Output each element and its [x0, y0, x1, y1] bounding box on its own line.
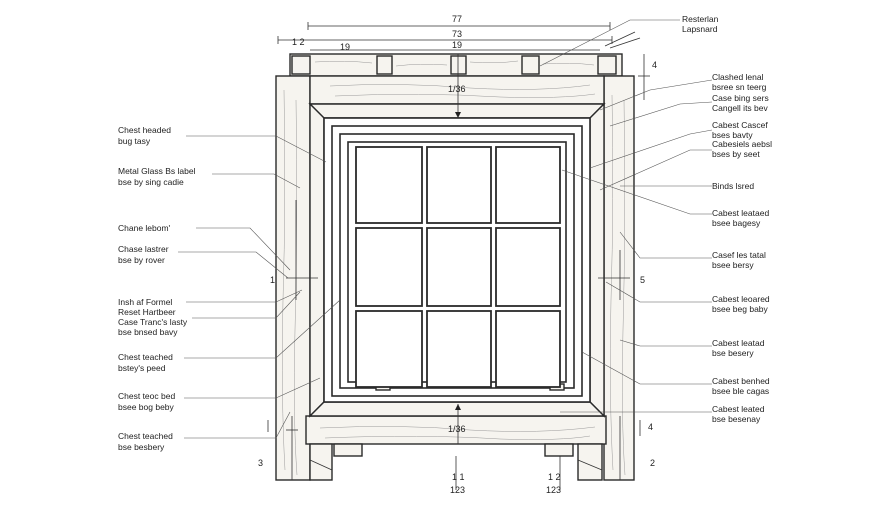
dim-far-right: 2: [650, 458, 655, 468]
left-label-5-sub: Reset Hartbeer: [118, 307, 176, 317]
pane-3: [495, 146, 561, 224]
dim-head-center: 1/36: [448, 84, 466, 94]
right-label-10-sub: bse besery: [712, 348, 754, 358]
dim-bottom-right-a: 1 2: [548, 472, 561, 482]
dim-top-overall: 77: [452, 14, 462, 24]
left-label-1: Chest headed: [118, 125, 171, 135]
dim-bottom-right-b: 123: [546, 485, 561, 495]
pane-8: [426, 310, 492, 388]
right-label-3-sub: Cangell its bev: [712, 103, 769, 113]
dim-bottom-left-b: 123: [450, 485, 465, 495]
right-leaders: [539, 19, 713, 413]
left-label-7-sub: bstey's peed: [118, 363, 166, 373]
left-label-6-sub: bse bnsed bavy: [118, 327, 178, 337]
left-label-7: Chest teached: [118, 352, 173, 362]
left-label-8: Chest teoc bed: [118, 391, 175, 401]
right-label-12: Cabest leated: [712, 404, 765, 414]
right-label-9: Cabest leoared: [712, 294, 770, 304]
glass-pane-grid: [355, 146, 561, 388]
dim-far-left: 3: [258, 458, 263, 468]
right-label-1-sub: Lapsnard: [682, 24, 718, 34]
pane-4: [355, 227, 423, 307]
right-label-4: Cabest Cascef: [712, 120, 768, 130]
left-label-2-sub: bse by sing cadie: [118, 177, 184, 187]
pane-9: [495, 310, 561, 388]
right-label-5: Cabesiels aebsl: [712, 139, 772, 149]
right-label-11: Cabest benhed: [712, 376, 770, 386]
pane-7: [355, 310, 423, 388]
right-label-5-sub: bses by seet: [712, 149, 760, 159]
left-label-4: Chase lastrer: [118, 244, 169, 254]
right-label-12-sub: bse besenay: [712, 414, 761, 424]
right-label-6: Binds lsred: [712, 181, 754, 191]
dim-top-inner: 73: [452, 29, 462, 39]
right-label-4-sub: bses bavty: [712, 130, 753, 140]
left-labels: Chest headed bug tasy Metal Glass Bs lab…: [118, 125, 196, 452]
left-label-9-sub: bse besbery: [118, 442, 165, 452]
left-label-8-sub: bsee bog beby: [118, 402, 175, 412]
right-label-2: Clashed lenal: [712, 72, 764, 82]
right-label-2-sub: bsree sn teerg: [712, 82, 767, 92]
right-label-10: Cabest leatad: [712, 338, 765, 348]
right-label-11-sub: bsee ble cagas: [712, 386, 769, 396]
pane-2: [426, 146, 492, 224]
right-label-7-sub: bsee bagesy: [712, 218, 761, 228]
top-dimensions: 77 73 1 2 19 19: [277, 14, 641, 52]
dim-left-mark: 19: [340, 42, 350, 52]
right-label-8: Casef les tatal: [712, 250, 766, 260]
right-label-3: Case bing sers: [712, 93, 769, 103]
right-label-8-sub: bsee bersy: [712, 260, 754, 270]
dim-right-side: 5: [640, 275, 645, 285]
left-label-2: Metal Glass Bs label: [118, 166, 196, 176]
dim-top-left: 1 2: [292, 37, 305, 47]
dim-bottom-left-a: 1 1: [452, 472, 465, 482]
pane-6: [495, 227, 561, 307]
left-label-4-sub: bse by rover: [118, 255, 165, 265]
left-leaders: [178, 135, 341, 439]
pane-1: [355, 146, 423, 224]
dim-left-side: 1: [270, 275, 275, 285]
dim-right-bottom: 4: [648, 422, 653, 432]
right-labels: Resterlan Lapsnard Clashed lenal bsree s…: [682, 14, 772, 424]
side-dimensions: 1 3 5 4 4 2 1 1 123 1 2 123: [258, 54, 657, 495]
dim-top-center: 19: [452, 40, 462, 50]
right-label-1: Resterlan: [682, 14, 719, 24]
dim-right-top: 4: [652, 60, 657, 70]
right-label-7: Cabest leataed: [712, 208, 769, 218]
left-label-9: Chest teached: [118, 431, 173, 441]
right-label-9-sub: bsee beg baby: [712, 304, 769, 314]
left-label-1-sub: bug tasy: [118, 136, 151, 146]
center-dimensions: 1/36 1/36: [448, 54, 466, 444]
left-label-5: Insh af Formel: [118, 297, 172, 307]
pane-5: [426, 227, 492, 307]
left-label-6: Case Tranc's lasty: [118, 317, 188, 327]
left-label-3: Chane lebom': [118, 223, 171, 233]
dim-sill-center: 1/36: [448, 424, 466, 434]
